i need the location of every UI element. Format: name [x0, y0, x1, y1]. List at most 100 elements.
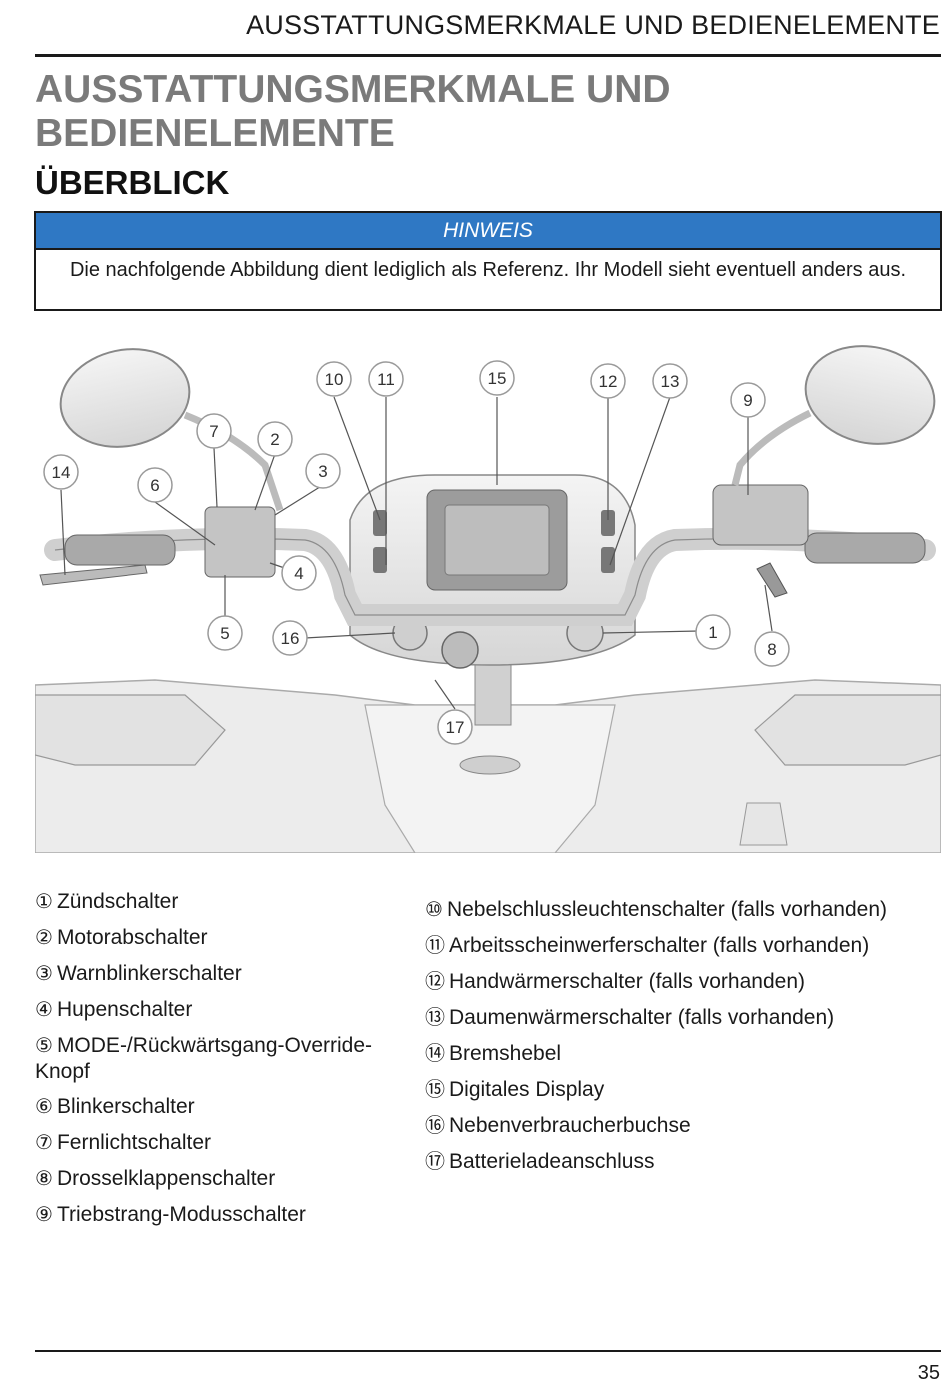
item-number: ⑤: [35, 1035, 53, 1057]
item-label: Handwärmerschalter (falls vorhanden): [449, 970, 805, 993]
item-label: Nebelschlussleuchtenschalter (falls vorh…: [447, 898, 887, 921]
svg-text:11: 11: [377, 370, 395, 389]
callout-1: 1: [696, 615, 730, 649]
svg-text:6: 6: [150, 476, 159, 495]
svg-text:1: 1: [708, 623, 717, 642]
svg-text:16: 16: [281, 629, 300, 648]
svg-text:7: 7: [209, 422, 218, 441]
item-number: ②: [35, 927, 53, 949]
callout-7: 7: [197, 414, 231, 448]
item-number: ⑫: [425, 971, 445, 993]
section-title: ÜBERBLICK: [35, 164, 229, 202]
svg-text:8: 8: [767, 640, 776, 659]
item-number: ⑬: [425, 1007, 445, 1029]
callout-4: 4: [282, 556, 316, 590]
callout-8: 8: [755, 632, 789, 666]
item-label: Fernlichtschalter: [57, 1131, 211, 1154]
item-number: ⑰: [425, 1151, 445, 1173]
item-label: Motorabschalter: [57, 926, 208, 949]
item-label: Blinkerschalter: [57, 1095, 195, 1118]
footer-rule: [35, 1350, 941, 1352]
brake-lever: [40, 565, 147, 585]
callout-13: 13: [653, 364, 687, 398]
item-number: ⑮: [425, 1079, 445, 1101]
callout-14: 14: [44, 455, 78, 489]
svg-text:4: 4: [294, 564, 303, 583]
svg-text:3: 3: [318, 462, 327, 481]
right-mirror: [796, 335, 941, 455]
item-number: ⑦: [35, 1132, 53, 1154]
callout-2: 2: [258, 422, 292, 456]
callout-9: 9: [731, 383, 765, 417]
item-number: ⑩: [425, 899, 443, 921]
item-label: Daumenwärmerschalter (falls vorhanden): [449, 1006, 834, 1029]
callout-15: 15: [480, 361, 514, 395]
item-label: Triebstrang-Modusschalter: [57, 1203, 306, 1226]
header-rule: [35, 54, 941, 57]
callout-12: 12: [591, 364, 625, 398]
callout-17: 17: [438, 710, 472, 744]
item-number: ①: [35, 891, 53, 913]
notice-heading: HINWEIS: [36, 213, 940, 250]
atv-handlebar-illustration: 10 11 15 12 13 9 7 2 3 14 6 4 5 16 1 8 1…: [35, 335, 941, 853]
right-grip: [805, 533, 925, 563]
callout-11: 11: [369, 362, 403, 396]
notice-box: HINWEIS Die nachfolgende Abbildung dient…: [34, 211, 942, 311]
item-label: Nebenverbraucherbuchse: [449, 1114, 691, 1137]
chapter-title: AUSSTATTUNGSMERKMALE UND BEDIENELEMENTE: [35, 68, 935, 156]
item-label: Drosselklappenschalter: [57, 1167, 275, 1190]
item-label: MODE-/Rückwärtsgang-Override-Knopf: [35, 1034, 372, 1083]
item-label: Bremshebel: [449, 1042, 561, 1065]
item-label: Zündschalter: [57, 890, 178, 913]
right-fender: [755, 695, 941, 765]
left-switch-cluster: [205, 507, 275, 577]
callout-16: 16: [273, 621, 307, 655]
notice-text: Die nachfolgende Abbildung dient ledigli…: [36, 250, 940, 283]
svg-text:17: 17: [446, 718, 465, 737]
item-number: ④: [35, 999, 53, 1021]
right-switch-cluster: [713, 485, 808, 545]
item-number: ⑭: [425, 1043, 445, 1065]
item-number: ⑨: [35, 1204, 53, 1226]
charging-port: [460, 756, 520, 774]
item-label: Warnblinkerschalter: [57, 962, 242, 985]
svg-text:12: 12: [599, 372, 618, 391]
svg-text:10: 10: [325, 370, 344, 389]
item-number: ⑥: [35, 1096, 53, 1118]
item-label: Digitales Display: [449, 1078, 604, 1101]
item-label: Hupenschalter: [57, 998, 192, 1021]
item-number: ③: [35, 963, 53, 985]
item-label: Arbeitsscheinwerferschalter (falls vorha…: [449, 934, 869, 957]
svg-text:15: 15: [488, 369, 507, 388]
item-number: ⑯: [425, 1115, 445, 1137]
svg-text:5: 5: [220, 624, 229, 643]
left-mirror: [51, 338, 198, 459]
running-header: AUSSTATTUNGSMERKMALE UND BEDIENELEMENTE: [246, 10, 940, 41]
item-label: Batterieladeanschluss: [449, 1150, 654, 1173]
svg-text:2: 2: [270, 430, 279, 449]
item-number: ⑧: [35, 1168, 53, 1190]
callout-6: 6: [138, 468, 172, 502]
shift-lever: [740, 803, 787, 845]
svg-text:13: 13: [661, 372, 680, 391]
throttle: [757, 563, 787, 597]
left-grip: [65, 535, 175, 565]
